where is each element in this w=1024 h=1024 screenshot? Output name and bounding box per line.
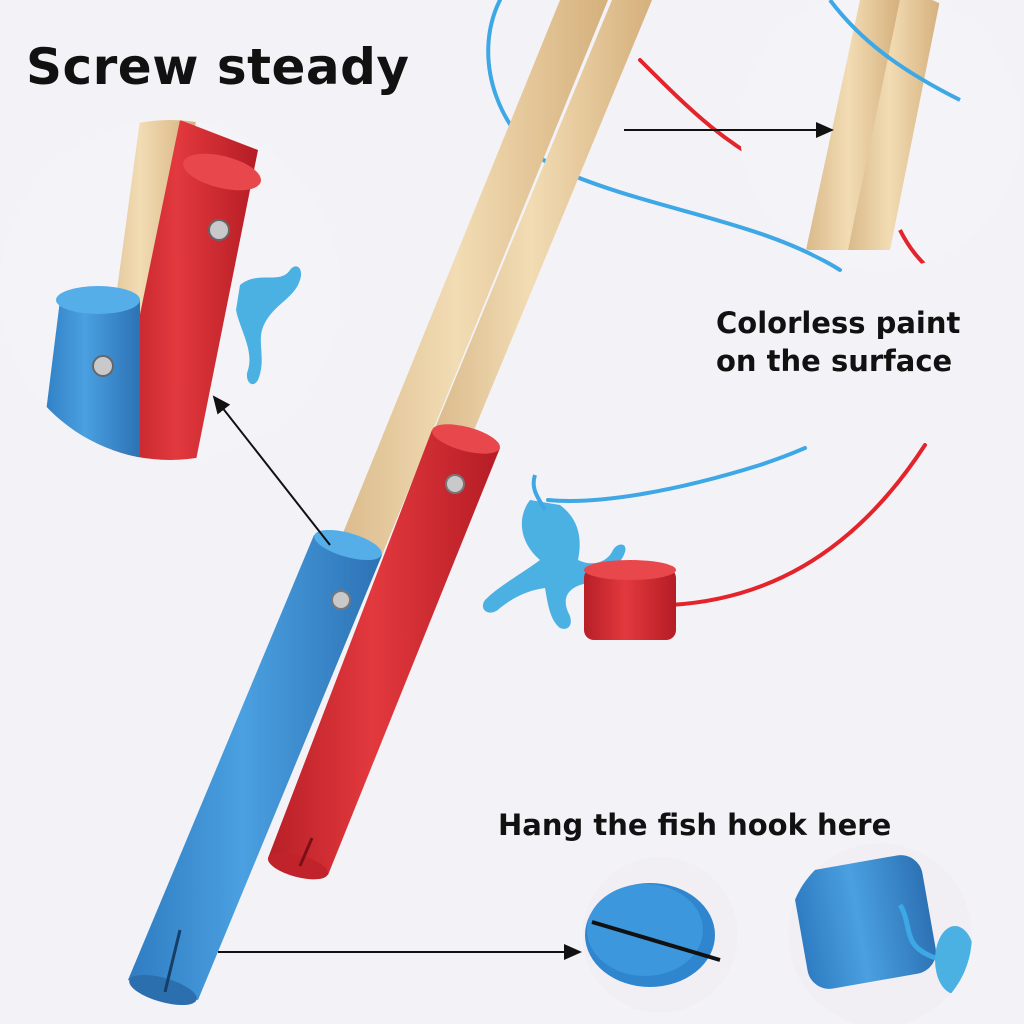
- caption-paint-line1: Colorless paint: [716, 306, 961, 340]
- screw-icon: [208, 219, 230, 241]
- red-handle: [267, 424, 500, 880]
- screw-icon: [331, 590, 351, 610]
- reel-hook-holder: [482, 474, 676, 640]
- screw-icon: [92, 355, 114, 377]
- screw-icon: [445, 474, 465, 494]
- inset-surface-detail: [740, 0, 1020, 270]
- title-screw-steady: Screw steady: [26, 38, 410, 96]
- annotation-arrows: [212, 122, 834, 960]
- inset-screw-detail: [0, 120, 340, 460]
- wooden-rods: [332, 0, 652, 560]
- caption-colorless-paint: Colorless paint on the surface: [716, 304, 1016, 380]
- caption-hang-hook: Hang the fish hook here: [498, 808, 892, 842]
- inset-slot-detail: [582, 857, 738, 1013]
- caption-paint-line2: on the surface: [716, 344, 953, 378]
- arrow-screw: [212, 395, 331, 546]
- blue-handle: [128, 529, 382, 1006]
- inset-hook-detail: [788, 843, 972, 1024]
